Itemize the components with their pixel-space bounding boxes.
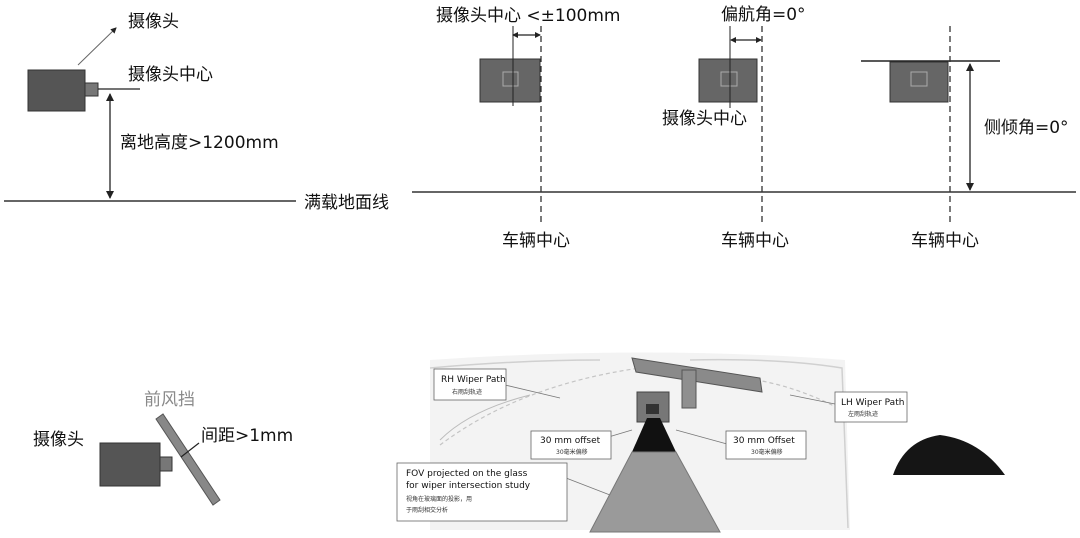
fov-cone-projection bbox=[589, 451, 721, 533]
svg-text:30毫米偏移: 30毫米偏移 bbox=[751, 448, 783, 456]
offset-right-callout-line bbox=[675, 429, 728, 445]
camera-front-view bbox=[479, 58, 541, 103]
camera-lens-2 bbox=[159, 456, 173, 472]
camera-module-lens bbox=[646, 404, 659, 414]
windshield-label: 前风挡 bbox=[144, 390, 195, 410]
offset-rule-label: 摄像头中心 <±100mm bbox=[436, 6, 620, 26]
lh-wiper-callout-line bbox=[789, 394, 836, 405]
camera-label-2: 摄像头 bbox=[33, 430, 84, 450]
offset-panel: 摄像头中心 <±100mm 车辆中心 bbox=[436, 6, 620, 251]
offset-left-callout: 30 mm offset 30毫米偏移 bbox=[530, 430, 612, 460]
rh-wiper-path-curve bbox=[439, 367, 641, 446]
camera-roll-view bbox=[889, 61, 949, 103]
lh-wiper-callout: LH Wiper Path 左雨刮轨迹 bbox=[834, 391, 908, 423]
vehicle-center-label-1: 车辆中心 bbox=[502, 231, 570, 251]
wiper-arc-lower bbox=[439, 394, 531, 441]
svg-text:30毫米偏移: 30毫米偏移 bbox=[556, 448, 588, 456]
fov-callout: FOV projected on the glass for wiper int… bbox=[396, 462, 568, 522]
windshield-glass bbox=[155, 413, 221, 506]
camera-body bbox=[27, 69, 86, 112]
camera-pointer-arrow bbox=[77, 27, 117, 66]
svg-text:右雨刮轨迹: 右雨刮轨迹 bbox=[452, 388, 482, 396]
svg-text:LH Wiper Path: LH Wiper Path bbox=[841, 398, 904, 408]
roll-panel: 侧倾角=0° 车辆中心 bbox=[861, 26, 1069, 251]
camera-lens bbox=[84, 82, 99, 97]
rh-wiper-callout: RH Wiper Path 右雨刮轨迹 bbox=[433, 368, 507, 401]
roll-rule-label: 侧倾角=0° bbox=[984, 118, 1069, 138]
ground-line-label: 满载地面线 bbox=[304, 193, 389, 213]
yaw-camera-center-label: 摄像头中心 bbox=[662, 109, 747, 129]
camera-lens-roll bbox=[910, 71, 928, 87]
wiper-fov-photo: RH Wiper Path 右雨刮轨迹 30 mm offset 30毫米偏移 … bbox=[396, 352, 1005, 533]
dashboard-shadow bbox=[893, 435, 1005, 475]
svg-text:for wiper intersection study: for wiper intersection study bbox=[406, 481, 531, 491]
windshield-edge-right bbox=[689, 358, 849, 529]
gap-rule-label: 间距>1mm bbox=[201, 426, 293, 446]
svg-text:于雨刮相交分析: 于雨刮相交分析 bbox=[406, 506, 448, 514]
camera-body-2 bbox=[99, 442, 161, 487]
gap-pointer-line bbox=[180, 442, 200, 458]
svg-text:视角在玻璃面的投影，用: 视角在玻璃面的投影，用 bbox=[406, 495, 472, 503]
vehicle-center-label-3: 车辆中心 bbox=[911, 231, 979, 251]
fov-callout-line bbox=[565, 477, 611, 496]
height-panel: 摄像头 摄像头中心 离地高度>1200mm 满载地面线 bbox=[4, 12, 1076, 213]
camera-lens-yaw bbox=[720, 71, 738, 87]
mirror-stem bbox=[681, 369, 697, 409]
yaw-panel: 偏航角=0° 摄像头中心 车辆中心 bbox=[662, 5, 806, 251]
svg-text:30 mm Offset: 30 mm Offset bbox=[733, 436, 795, 446]
svg-text:RH Wiper Path: RH Wiper Path bbox=[441, 375, 506, 385]
rearview-mirror bbox=[631, 357, 763, 393]
offset-right-callout: 30 mm Offset 30毫米偏移 bbox=[725, 430, 807, 460]
windshield-gap-panel: 前风挡 摄像头 间距>1mm bbox=[33, 390, 293, 506]
yaw-rule-label: 偏航角=0° bbox=[721, 5, 806, 25]
camera-center-label: 摄像头中心 bbox=[128, 65, 213, 85]
height-rule-label: 离地高度>1200mm bbox=[120, 133, 279, 153]
lh-wiper-path-curve bbox=[699, 374, 846, 413]
vehicle-center-label-2: 车辆中心 bbox=[721, 231, 789, 251]
svg-text:左雨刮轨迹: 左雨刮轨迹 bbox=[848, 410, 878, 418]
camera-yaw-view bbox=[698, 58, 758, 103]
camera-label: 摄像头 bbox=[128, 12, 179, 32]
svg-text:FOV projected on the glass: FOV projected on the glass bbox=[406, 469, 528, 479]
camera-lens-front bbox=[502, 71, 519, 87]
windshield-edge-left bbox=[429, 359, 601, 369]
rh-wiper-callout-line bbox=[504, 384, 561, 399]
fov-cone-dark bbox=[632, 418, 676, 452]
svg-text:30 mm offset: 30 mm offset bbox=[540, 436, 601, 446]
